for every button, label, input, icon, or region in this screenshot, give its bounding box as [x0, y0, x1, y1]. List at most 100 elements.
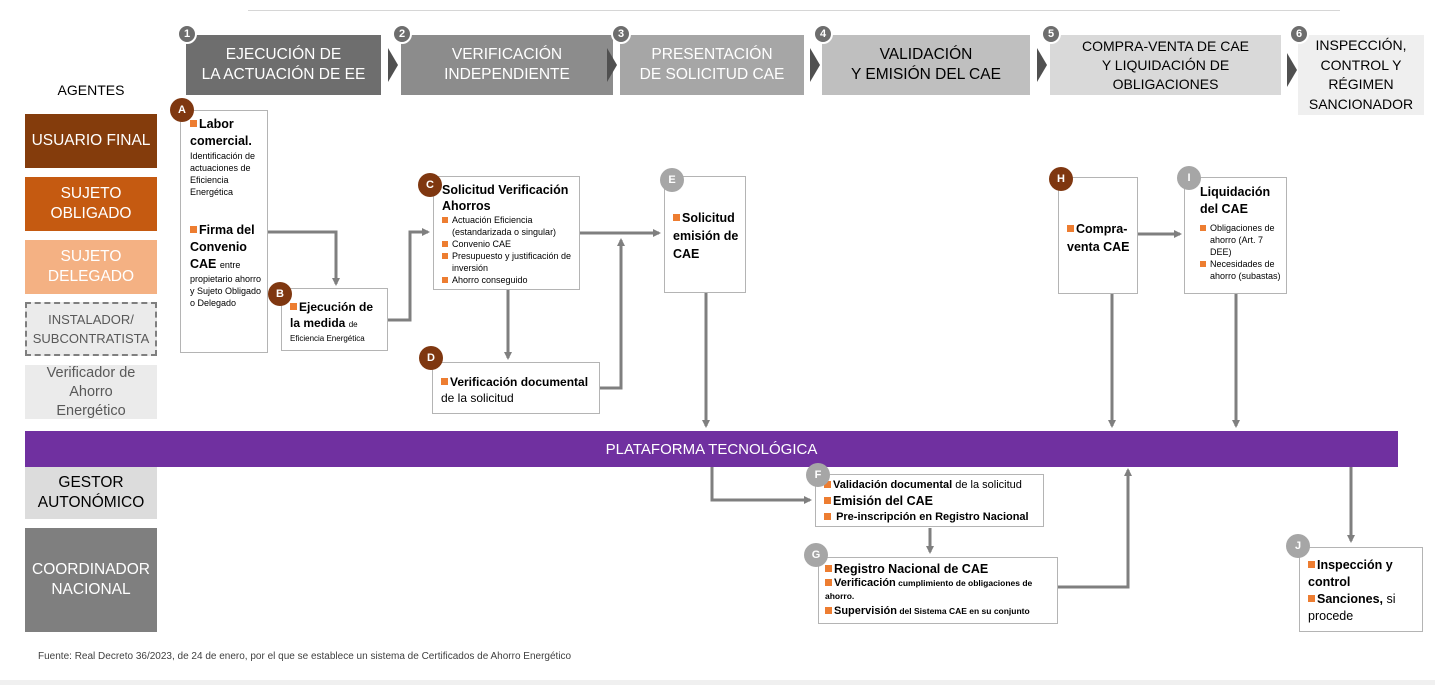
- source-footnote: Fuente: Real Decreto 36/2023, de 24 de e…: [38, 651, 572, 662]
- top-divider: [248, 10, 1340, 11]
- box-f-item1-title: Validación documental: [833, 479, 953, 491]
- box-c-item: Ahorro conseguido: [442, 274, 575, 286]
- box-i-item: Obligaciones de ahorro (Art. 7 DEE): [1200, 222, 1282, 258]
- step-4-number: 4: [813, 24, 833, 44]
- step-1-number: 1: [177, 24, 197, 44]
- box-j-item2-title: Sanciones,: [1317, 592, 1383, 606]
- step-1: EJECUCIÓN DE LA ACTUACIÓN DE EE: [186, 35, 381, 95]
- chevron-right-icon: [1037, 48, 1047, 82]
- box-i-title: Liquidación del CAE: [1200, 185, 1271, 216]
- bullet-icon: [673, 214, 680, 222]
- arrow-platform-to-f: [710, 467, 812, 504]
- step-2-number: 2: [392, 24, 412, 44]
- bullet-icon: [441, 378, 448, 386]
- agent-sujeto-delegado: SUJETO DELEGADO: [25, 240, 157, 294]
- box-f-item2-title: Emisión del CAE: [833, 494, 934, 508]
- step-4: VALIDACIÓN Y EMISIÓN DEL CAE: [822, 35, 1030, 95]
- bullet-icon: [825, 565, 832, 573]
- badge-c: C: [418, 173, 442, 197]
- bullet-icon: [190, 226, 197, 234]
- box-e-title: Solicitud emisión de CAE: [673, 211, 739, 261]
- step-2: VERIFICACIÓN INDEPENDIENTE: [401, 35, 613, 95]
- badge-d: D: [419, 346, 443, 370]
- chevron-right-icon: [388, 48, 398, 82]
- badge-i: I: [1177, 166, 1201, 190]
- box-d-title: Verificación documental: [450, 375, 589, 389]
- box-a-item1-text: Identificación de actuaciones de Eficien…: [190, 151, 256, 197]
- bullet-icon: [824, 497, 831, 505]
- bullet-icon: [825, 607, 832, 615]
- box-f-item3-title: Pre-inscripción en Registro Nacional: [836, 511, 1029, 523]
- arrow-a-to-b: [268, 230, 340, 286]
- bullet-icon: [190, 120, 197, 128]
- bullet-icon: [824, 512, 831, 520]
- box-h-compraventa: Compra-venta CAE: [1058, 177, 1138, 294]
- bullet-icon: [290, 303, 297, 311]
- box-c-item: Actuación Eficiencia (estandarizada o si…: [442, 214, 575, 238]
- box-g-item2-title: Verificación: [834, 577, 896, 589]
- box-a-item2-text: propietario ahorro y Sujeto Obligado o D…: [190, 274, 262, 308]
- box-f-item1-text: de la solicitud: [955, 479, 1022, 491]
- agents-title: AGENTES: [57, 82, 125, 98]
- box-i-liquidacion: Liquidación del CAE Obligaciones de ahor…: [1184, 177, 1287, 294]
- chevron-right-icon: [1287, 53, 1297, 87]
- arrow-g-to-platform: [1058, 468, 1132, 589]
- agent-coordinador-nacional: COORDINADOR NACIONAL: [25, 528, 157, 632]
- bullet-icon: [1067, 225, 1074, 233]
- bullet-icon: [825, 579, 832, 587]
- badge-h: H: [1049, 167, 1073, 191]
- box-g-registro-nacional: Registro Nacional de CAE Verificación cu…: [818, 557, 1058, 624]
- box-h-title: Compra-venta CAE: [1067, 222, 1130, 254]
- badge-a: A: [170, 98, 194, 122]
- box-d-verificacion-documental: Verificación documental de la solicitud: [432, 362, 600, 414]
- box-g-item3-title: Supervisión: [834, 605, 897, 617]
- bullet-icon: [1308, 595, 1315, 603]
- chevron-right-icon: [810, 48, 820, 82]
- box-d-text: de la solicitud: [441, 391, 514, 405]
- step-3: PRESENTACIÓN DE SOLICITUD CAE: [620, 35, 804, 95]
- box-j-item2-text: si procede: [1308, 592, 1396, 623]
- arrow-b-to-c: [388, 228, 430, 322]
- box-e-solicitud-emision: Solicitud emisión de CAE: [664, 176, 746, 293]
- plataforma-label: PLATAFORMA TECNOLÓGICA: [605, 440, 818, 458]
- badge-b: B: [268, 282, 292, 306]
- box-i-item: Necesidades de ahorro (subastas): [1200, 258, 1282, 282]
- box-j-inspeccion: Inspección y control Sanciones, si proce…: [1299, 547, 1423, 632]
- box-c-solicitud-verificacion: Solicitud Verificación Ahorros Actuación…: [433, 176, 580, 290]
- box-a-item2-title: Firma del Convenio CAE: [190, 223, 255, 271]
- box-b-ejecucion-medida: Ejecución de la medida de Eficiencia Ene…: [281, 288, 388, 351]
- agent-usuario-final: USUARIO FINAL: [25, 114, 157, 168]
- step-6-number: 6: [1289, 24, 1309, 44]
- badge-f: F: [806, 463, 830, 487]
- box-a-item1-title: Labor comercial.: [190, 117, 252, 148]
- step-3-number: 3: [611, 24, 631, 44]
- box-c-item: Presupuesto y justificación de inversión: [442, 250, 575, 274]
- bullet-icon: [824, 480, 831, 488]
- badge-g: G: [804, 543, 828, 567]
- box-j-item1-title: Inspección y control: [1308, 558, 1393, 589]
- step-5-number: 5: [1041, 24, 1061, 44]
- box-g-item1-title: Registro Nacional de CAE: [834, 562, 989, 576]
- arrow-d-up: [600, 238, 625, 390]
- agent-sujeto-obligado: SUJETO OBLIGADO: [25, 177, 157, 231]
- plataforma-tecnologica-bar: PLATAFORMA TECNOLÓGICA: [25, 431, 1398, 467]
- box-a-labor-comercial: Labor comercial. Identificación de actua…: [180, 110, 268, 353]
- box-g-item2-text: cumplimiento de obligaciones de ahorro.: [825, 578, 1033, 601]
- step-5: COMPRA-VENTA DE CAE Y LIQUIDACIÓN DE OBL…: [1050, 35, 1281, 95]
- box-c-title: Solicitud Verificación Ahorros: [442, 183, 569, 213]
- agent-gestor-autonomico: GESTOR AUTONÓMICO: [25, 467, 157, 519]
- box-b-text: Eficiencia Energética: [290, 334, 365, 343]
- step-6: INSPECCIÓN, CONTROL Y RÉGIMEN SANCIONADO…: [1298, 35, 1424, 115]
- badge-e: E: [660, 168, 684, 192]
- box-a-item2-inline: entre: [219, 260, 241, 270]
- agent-verificador: Verificador de Ahorro Energético: [25, 365, 157, 419]
- bottom-band: [0, 680, 1435, 685]
- box-b-inline: de: [348, 320, 358, 329]
- box-g-item3-text: del Sistema CAE en su conjunto: [899, 606, 1030, 616]
- badge-j: J: [1286, 534, 1310, 558]
- box-c-item: Convenio CAE: [442, 238, 575, 250]
- box-b-title: Ejecución de la medida: [290, 300, 374, 330]
- chevron-right-icon: [607, 48, 617, 82]
- box-f-validacion-emision: Validación documental de la solicitud Em…: [815, 474, 1044, 527]
